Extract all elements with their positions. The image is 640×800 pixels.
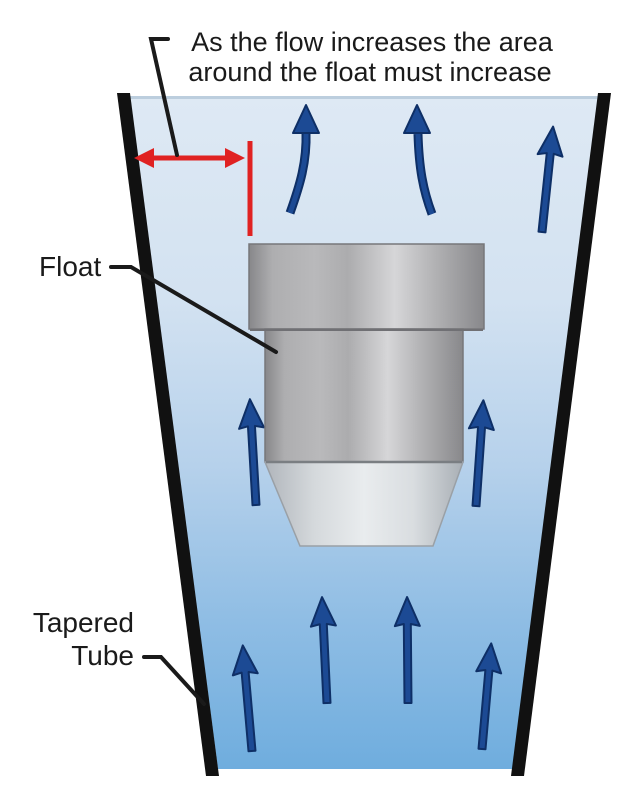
annotation-line-1: As the flow increases the area xyxy=(191,27,554,57)
float-label: Float xyxy=(39,251,101,282)
tube-left-wall xyxy=(117,93,219,776)
flow-arrow-top-middle-icon xyxy=(403,104,437,216)
flow-arrow-top-left-icon xyxy=(285,104,320,215)
width-arrow-left-head-icon xyxy=(134,148,154,168)
flow-arrows-above-float xyxy=(285,104,567,235)
tapered-tube-label-line-2: Tube xyxy=(71,640,134,671)
tube-right-wall xyxy=(511,93,611,776)
float-taper xyxy=(263,461,465,547)
width-arrow-right-head-icon xyxy=(225,148,245,168)
float-cap xyxy=(248,243,485,330)
float-body-group xyxy=(248,243,485,547)
float-leader-line xyxy=(109,265,278,354)
tapered-tube-leader-line xyxy=(142,655,206,706)
annotation-line-2: around the float must increase xyxy=(188,57,551,87)
float-cylinder xyxy=(264,328,464,463)
width-indicator-arrow xyxy=(134,141,253,236)
annotation-leader-line xyxy=(148,37,179,157)
tapered-tube-label-line-1: Tapered xyxy=(33,607,134,638)
